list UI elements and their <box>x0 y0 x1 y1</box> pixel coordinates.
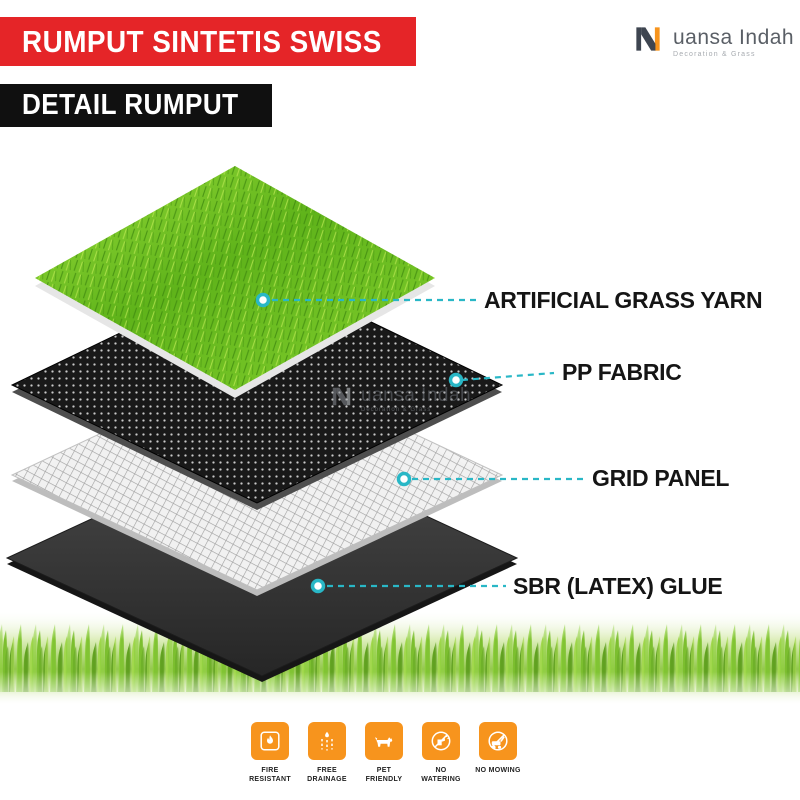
subtitle-banner: DETAIL RUMPUT <box>0 84 272 127</box>
label-sbr-latex-glue: SBR (LATEX) GLUE <box>513 573 723 599</box>
layer-artificial-grass <box>35 166 435 398</box>
leader-lines <box>272 298 584 588</box>
layer-diagram <box>5 166 584 682</box>
brand-logo: uansa Indah Decoration & Grass <box>630 21 794 58</box>
feature-row: FIRE RESISTANT FREE DRAINAGE <box>246 722 522 784</box>
feature-label: FIRE RESISTANT <box>249 767 291 784</box>
dog-icon <box>365 722 403 760</box>
feature-label: FREE DRAINAGE <box>307 767 347 784</box>
watermark-brand: uansa Indah <box>361 385 472 406</box>
feature-fire-resistant: FIRE RESISTANT <box>246 722 294 784</box>
no-mowing-icon <box>479 722 517 760</box>
feature-free-drainage: FREE DRAINAGE <box>303 722 351 784</box>
flame-icon <box>251 722 289 760</box>
watermark-tagline: Decoration & Grass <box>361 407 432 413</box>
feature-label: PET FRIENDLY <box>365 767 403 784</box>
title-text: RUMPUT SINTETIS SWISS <box>22 23 382 59</box>
title-banner: RUMPUT SINTETIS SWISS <box>0 17 416 66</box>
subtitle-text: DETAIL RUMPUT <box>22 89 239 121</box>
drainage-icon <box>308 722 346 760</box>
feature-no-watering: NO WATERING <box>417 722 465 784</box>
label-pp-fabric: PP FABRIC <box>562 359 682 385</box>
label-grid-panel: GRID PANEL <box>592 465 730 491</box>
watermark: uansa Indah Decoration & Grass <box>328 383 471 413</box>
feature-pet-friendly: PET FRIENDLY <box>360 722 408 784</box>
label-artificial-grass-yarn: ARTIFICIAL GRASS YARN <box>484 287 763 313</box>
brand-logo-icon <box>636 27 660 51</box>
watermark-logo-icon <box>332 387 351 406</box>
brand-tagline: Decoration & Grass <box>673 51 756 59</box>
brand-name: uansa Indah <box>673 26 795 49</box>
feature-no-mowing: NO MOWING <box>474 722 522 784</box>
no-watering-icon <box>422 722 460 760</box>
leader-dots <box>255 292 464 594</box>
feature-label: NO MOWING <box>475 767 521 774</box>
feature-label: NO WATERING <box>421 767 461 784</box>
